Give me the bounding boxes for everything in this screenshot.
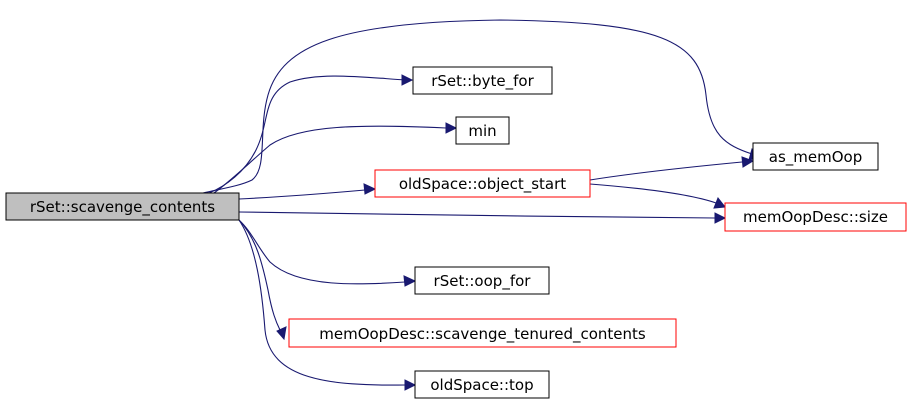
node-label-byte-for: rSet::byte_for <box>431 72 534 91</box>
node-top[interactable]: oldSpace::top <box>414 370 550 399</box>
node-root[interactable]: rSet::scavenge_contents <box>5 192 240 221</box>
edge-root-to-size <box>238 211 727 224</box>
arrowhead <box>741 156 755 168</box>
node-label-top: oldSpace::top <box>430 376 533 394</box>
node-size[interactable]: memOopDesc::size <box>724 202 907 232</box>
edge-root-to-min <box>213 122 458 194</box>
node-label-scavenge-tenured-contents: memOopDesc::scavenge_tenured_contents <box>319 325 646 344</box>
arrowhead <box>445 122 458 134</box>
nodes-layer: rSet::scavenge_contents rSet::byte_for m… <box>5 66 907 399</box>
edge-root-to-scavenge_tenured <box>238 219 287 341</box>
edge-root-to-as_memOop <box>202 19 764 194</box>
edge-root-to-top <box>238 219 417 391</box>
arrowhead <box>713 197 726 209</box>
edge-object_start-to-size <box>589 183 726 209</box>
node-label-root: rSet::scavenge_contents <box>30 198 215 217</box>
edge-root-to-object_start <box>238 183 377 200</box>
node-scavenge-tenured-contents[interactable]: memOopDesc::scavenge_tenured_contents <box>288 318 677 348</box>
node-min[interactable]: min <box>455 116 510 145</box>
node-label-size: memOopDesc::size <box>743 208 888 226</box>
arrowhead <box>714 212 727 224</box>
edge-root-to-oop_for <box>238 219 417 287</box>
edges-layer <box>202 19 764 391</box>
arrowhead <box>363 183 377 195</box>
node-byte-for[interactable]: rSet::byte_for <box>412 66 553 95</box>
arrowhead <box>404 379 417 391</box>
arrowhead <box>276 326 287 341</box>
edge-root-to-byte_for <box>208 74 414 194</box>
node-oop-for[interactable]: rSet::oop_for <box>414 266 550 295</box>
node-label-oop-for: rSet::oop_for <box>434 272 532 291</box>
node-label-min: min <box>468 122 496 140</box>
edge-object_start-to-as_memOop <box>589 156 755 181</box>
node-label-as-memoop: as_memOop <box>769 148 862 167</box>
node-label-object-start: oldSpace::object_start <box>399 175 566 194</box>
node-object-start[interactable]: oldSpace::object_start <box>374 169 591 198</box>
arrowhead <box>403 275 417 287</box>
node-as-memoop[interactable]: as_memOop <box>752 142 879 171</box>
arrowhead <box>401 74 414 86</box>
